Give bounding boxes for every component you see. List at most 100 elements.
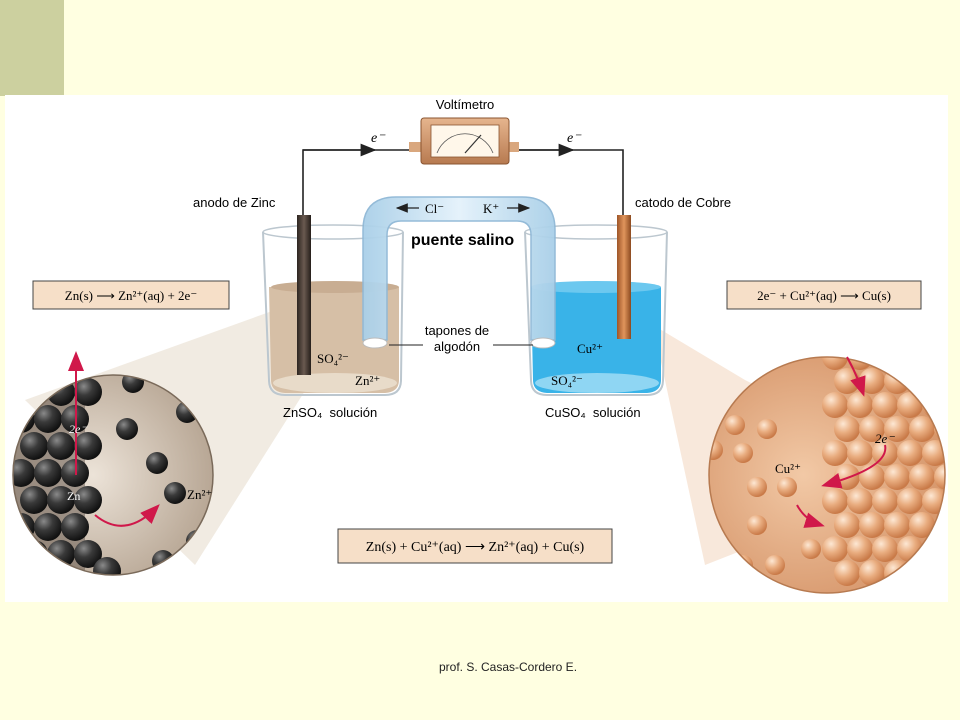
zinc-atom: [74, 486, 102, 514]
copper-atom: [909, 560, 935, 586]
cathode-label: catodo de Cobre: [635, 195, 731, 210]
zinc-zoom-ion: Zn²⁺: [187, 487, 212, 502]
anode-equation-box: Zn(s) ⟶ Zn²⁺(aq) + 2e⁻: [32, 280, 230, 310]
zinc-atom: [13, 513, 35, 541]
copper-atom: [834, 368, 860, 394]
copper-atom: [922, 392, 945, 418]
zinc-atom: [47, 432, 75, 460]
copper-ion-sphere: [709, 440, 723, 460]
copper-atom: [872, 536, 898, 562]
zinc-atom: [13, 375, 35, 379]
zinc-atom: [34, 405, 62, 433]
zinc-atom: [20, 432, 48, 460]
copper-atom: [822, 488, 848, 514]
zinc-ion-beaker-label: Zn²⁺: [355, 373, 380, 388]
cathode-equation: 2e⁻ + Cu²⁺(aq) ⟶ Cu(s): [757, 288, 891, 303]
zinc-ion-sphere: [146, 452, 168, 474]
copper-atom: [834, 464, 860, 490]
cotton-plug-right: [530, 337, 556, 349]
sulfate-left-label: SO₄²⁻: [317, 351, 349, 366]
sulfate-right-label: SO₄²⁻: [551, 373, 583, 388]
zinc-atom: [74, 378, 102, 406]
zinc-atom: [20, 540, 48, 568]
copper-atom: [884, 560, 910, 586]
copper-ion-sphere: [777, 477, 797, 497]
cotton-plugs-label-1: tapones de: [425, 323, 489, 338]
zinc-zoom-electrons: 2e⁻: [69, 422, 88, 436]
copper-atom: [884, 368, 910, 394]
voltmeter: [409, 117, 519, 165]
copper-atom: [859, 416, 885, 442]
voltmeter-label: Voltímetro: [436, 97, 495, 112]
copper-zoom-ion: Cu²⁺: [775, 461, 801, 476]
copper-atom: [822, 536, 848, 562]
copper-zoom-electrons: 2e⁻: [875, 431, 895, 446]
cathode-equation-box: 2e⁻ + Cu²⁺(aq) ⟶ Cu(s): [726, 280, 922, 310]
copper-atom: [884, 416, 910, 442]
overall-equation-box: Zn(s) + Cu²⁺(aq) ⟶ Zn²⁺(aq) + Cu(s): [337, 528, 613, 564]
anode-label: anodo de Zinc: [193, 195, 276, 210]
zinc-atom: [34, 459, 62, 487]
copper-ion-sphere: [733, 443, 753, 463]
electron-right-label: e⁻: [567, 131, 582, 146]
cuso4-solution-label: CuSO₄ solución: [545, 405, 641, 420]
external-circuit-wire: [302, 143, 624, 217]
copper-atom: [934, 368, 945, 394]
copper-atom: [847, 488, 873, 514]
zinc-ion-sphere: [93, 557, 121, 575]
copper-atom: [872, 488, 898, 514]
copper-ion-sphere: [725, 415, 745, 435]
copper-atom: [909, 464, 935, 490]
zinc-electrode: [297, 215, 311, 375]
copper-atom: [822, 440, 848, 466]
copper-ion-sphere: [765, 555, 785, 575]
galvanic-cell-figure: e⁻ e⁻ Voltímetro Cl⁻ K⁺ puente salino t: [5, 95, 948, 602]
copper-electrode: [617, 215, 631, 339]
copper-atom: [872, 392, 898, 418]
copper-atom: [922, 357, 945, 370]
copper-atom: [834, 416, 860, 442]
copper-atom: [897, 440, 923, 466]
copper-atom: [897, 488, 923, 514]
zinc-atom: [74, 540, 102, 568]
copper-atom: [897, 392, 923, 418]
copper-atom: [847, 392, 873, 418]
chloride-label: Cl⁻: [425, 201, 444, 216]
copper-ion-beaker-label: Cu²⁺: [577, 341, 603, 356]
cotton-plug-left: [362, 337, 388, 349]
zinc-ion-sphere: [164, 482, 186, 504]
copper-atom: [822, 392, 848, 418]
copper-atom: [834, 560, 860, 586]
copper-atom: [909, 512, 935, 538]
copper-atom: [884, 512, 910, 538]
copper-atom: [897, 357, 923, 370]
zinc-atom: [74, 432, 102, 460]
copper-ion-sphere: [801, 539, 821, 559]
slide-accent-bar: [0, 0, 64, 96]
copper-ion-sphere: [747, 515, 767, 535]
copper-atom: [934, 464, 945, 490]
copper-atom: [859, 512, 885, 538]
zinc-atom: [61, 513, 89, 541]
salt-bridge: [362, 196, 556, 341]
zinc-zoom-metal: Zn: [67, 489, 80, 503]
copper-atom: [872, 357, 898, 370]
copper-atom: [859, 560, 885, 586]
copper-atom: [834, 512, 860, 538]
copper-atom: [847, 536, 873, 562]
copper-atom: [934, 560, 945, 586]
overall-equation: Zn(s) + Cu²⁺(aq) ⟶ Zn²⁺(aq) + Cu(s): [366, 540, 585, 555]
zinc-atom: [47, 486, 75, 514]
znso4-solution-label: ZnSO₄ solución: [283, 405, 377, 420]
potassium-label: K⁺: [483, 201, 499, 216]
copper-atom: [884, 464, 910, 490]
anode-equation: Zn(s) ⟶ Zn²⁺(aq) + 2e⁻: [65, 288, 197, 303]
copper-atom: [909, 416, 935, 442]
copper-atom: [859, 464, 885, 490]
zinc-atom: [20, 486, 48, 514]
zinc-ion-sphere: [116, 418, 138, 440]
salt-bridge-label: puente salino: [411, 232, 514, 249]
copper-ion-sphere: [757, 419, 777, 439]
electron-left-label: e⁻: [371, 131, 386, 146]
zinc-atom: [34, 375, 62, 379]
